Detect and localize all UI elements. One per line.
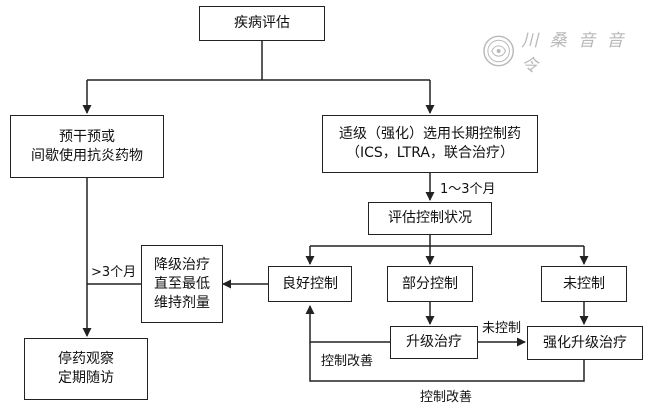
node-stop-label: 停药观察 定期随访	[58, 351, 114, 386]
node-assess-label: 疾病评估	[234, 15, 290, 31]
node-stepup-label: 升级治疗	[406, 334, 462, 350]
node-stepdown-label: 降级治疗 直至最低 维持剂量	[154, 256, 210, 311]
edge-strong-improve	[309, 342, 585, 382]
node-stepup-strong-label: 强化升级治疗	[543, 334, 627, 351]
label-improve-inner: 控制改善	[321, 350, 374, 369]
node-prevent: 预干预或 间歇使用抗炎药物	[10, 115, 164, 178]
node-evaluate-label: 评估控制状况	[388, 210, 472, 226]
node-uncontrolled: 未控制	[541, 266, 627, 302]
node-stop: 停药观察 定期随访	[24, 338, 148, 400]
node-longterm-label: 适级（强化）选用长期控制药 （ICS，LTRA，联合治疗）	[339, 126, 521, 161]
node-partial: 部分控制	[387, 266, 473, 302]
label-interval: 1～3个月	[440, 178, 496, 197]
watermark: 川 桑 音 音 令	[482, 26, 652, 76]
label-uncontrolled-edge: 未控制	[482, 317, 522, 336]
node-stepdown: 降级治疗 直至最低 维持剂量	[141, 245, 223, 323]
node-stepup-strong: 强化升级治疗	[527, 326, 643, 360]
node-assess: 疾病评估	[199, 6, 325, 41]
label-improve-outer: 控制改善	[420, 386, 473, 405]
node-uncontrolled-label: 未控制	[563, 275, 605, 292]
edge-stepup-improve	[305, 305, 390, 343]
node-good: 良好控制	[268, 266, 352, 302]
seal-icon	[483, 35, 515, 67]
node-longterm: 适级（强化）选用长期控制药 （ICS，LTRA，联合治疗）	[322, 115, 538, 173]
node-evaluate: 评估控制状况	[368, 202, 492, 235]
node-partial-label: 部分控制	[402, 275, 458, 292]
node-good-label: 良好控制	[282, 275, 338, 292]
node-prevent-label: 预干预或 间歇使用抗炎药物	[31, 128, 143, 164]
watermark-text: 川 桑 音 音 令	[521, 31, 627, 76]
node-stepup: 升级治疗	[390, 326, 478, 359]
label-over3: >3个月	[91, 261, 137, 280]
